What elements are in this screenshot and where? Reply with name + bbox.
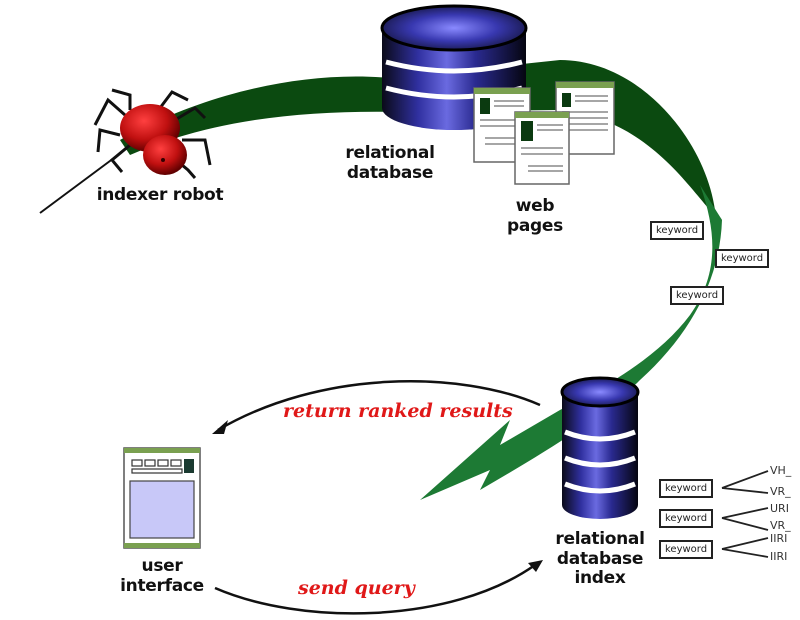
spider-robot-icon: [93, 88, 212, 179]
web-pages-icon: [473, 81, 615, 185]
relational-database-label: relational database: [330, 143, 450, 183]
label-line: relational: [345, 143, 435, 163]
index-url: VR_: [770, 485, 791, 498]
send-query-label: send query: [298, 577, 415, 599]
flow-keyword-tag: keyword: [670, 286, 725, 305]
return-results-arrow: [212, 380, 541, 434]
label-line: user: [141, 556, 183, 576]
label-line: database: [556, 548, 644, 569]
index-url: IIRI: [770, 532, 788, 545]
label-line: interface: [120, 575, 204, 596]
database-index-icon: [560, 376, 640, 519]
web-page-document: [514, 111, 570, 185]
index-keyword: keyword: [659, 479, 714, 498]
flow-keyword-tag: keyword: [650, 221, 705, 240]
label-line: relational: [555, 529, 645, 549]
label-line: index: [574, 568, 626, 589]
index-keyword: keyword: [659, 540, 714, 559]
label-line: pages: [507, 215, 563, 236]
index-url: VR_: [770, 519, 791, 532]
web-pages-label: web pages: [500, 196, 570, 236]
index-keyword: keyword: [659, 509, 714, 528]
return-results-label: return ranked results: [283, 400, 513, 422]
database-index-label: relational database index: [535, 529, 665, 589]
user-interface-label: user interface: [110, 556, 214, 596]
send-query-arrow: [214, 560, 543, 615]
user-interface-icon: [123, 447, 201, 549]
index-url: IIRI: [770, 550, 788, 563]
spider-thread: [39, 154, 119, 214]
indexer-robot-label: indexer robot: [96, 185, 224, 205]
index-url: URI: [770, 502, 789, 515]
label-line: database: [346, 162, 434, 183]
index-url: VH_: [770, 464, 792, 477]
label-line: web: [515, 196, 555, 216]
index-connectors: [721, 470, 769, 558]
flow-keyword-tag: keyword: [715, 249, 770, 268]
